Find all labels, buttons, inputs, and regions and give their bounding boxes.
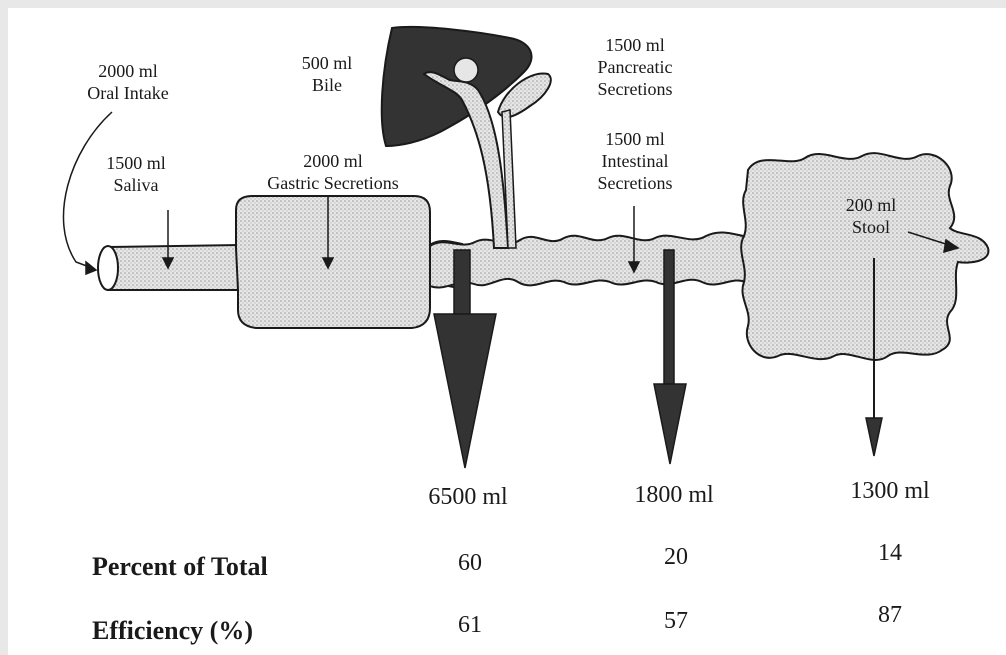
esophagus bbox=[108, 245, 240, 290]
efficiency-value-3: 87 bbox=[860, 604, 920, 626]
left-border bbox=[0, 0, 8, 655]
percent-value-3: 14 bbox=[860, 542, 920, 564]
absorption-arrow-1-shaft bbox=[454, 250, 470, 314]
absorption-volume-3: 1300 ml bbox=[820, 480, 960, 502]
absorption-volume-2: 1800 ml bbox=[604, 484, 744, 506]
small-intestine bbox=[430, 232, 745, 287]
stomach bbox=[236, 196, 462, 328]
esophagus-opening bbox=[98, 246, 118, 290]
top-border bbox=[0, 0, 1006, 8]
efficiency-label: Efficiency (%) bbox=[92, 620, 352, 642]
efficiency-value-1: 61 bbox=[440, 614, 500, 636]
gallbladder bbox=[454, 58, 478, 82]
percent-value-1: 60 bbox=[440, 552, 500, 574]
absorption-arrow-2-shaft bbox=[664, 250, 674, 384]
absorption-volume-1: 6500 ml bbox=[398, 486, 538, 508]
percent-of-total-label: Percent of Total bbox=[92, 556, 352, 578]
percent-value-2: 20 bbox=[646, 546, 706, 568]
efficiency-value-2: 57 bbox=[646, 610, 706, 632]
